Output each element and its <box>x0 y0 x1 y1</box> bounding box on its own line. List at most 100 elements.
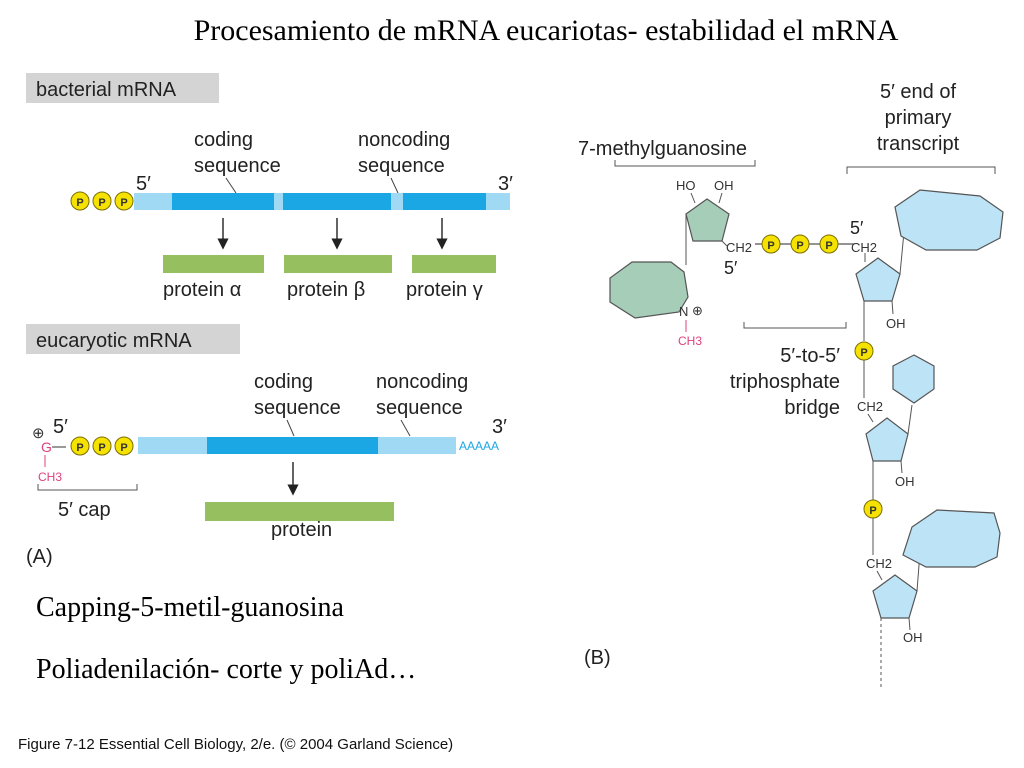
backbone-ch2: CH2 <box>857 399 883 414</box>
protein-gamma-label: protein γ <box>406 279 483 301</box>
transcript-base <box>892 354 935 404</box>
phosphate-label: P <box>98 197 105 209</box>
cap-label: 5′ cap <box>58 499 111 521</box>
eucaryotic-phosphates: P P P <box>70 436 134 456</box>
eucaryotic-header-box <box>26 324 240 354</box>
primary-end-label-2: primary <box>885 107 952 129</box>
base-bond <box>907 404 913 435</box>
phosphate-circle <box>92 191 112 211</box>
ribose-oh: OH <box>714 178 734 193</box>
eucaryotic-coding-label-1: coding <box>254 371 313 393</box>
transcript-ribose <box>865 417 909 462</box>
bullet-capping: Capping-5-metil-guanosina <box>36 592 344 623</box>
bacterial-header-box <box>26 73 219 103</box>
bacterial-mrna-panel: bacterial mRNA coding sequence noncoding… <box>26 73 513 301</box>
eucaryotic-coding-segment <box>207 437 378 454</box>
eucaryotic-protein-label: protein <box>271 519 332 541</box>
eucaryotic-five-prime: 5′ <box>53 416 68 438</box>
phosphate-label: P <box>825 240 832 252</box>
bacterial-header: bacterial mRNA <box>36 79 177 101</box>
transcript-five-prime: 5′ <box>850 218 864 238</box>
bacterial-coding-label-2: sequence <box>194 155 281 177</box>
protein-bar <box>205 502 394 521</box>
methylguanosine-bracket <box>614 160 756 167</box>
poly-a-tail: AAAAA <box>459 439 499 453</box>
phosphate-label: P <box>860 347 867 359</box>
guanine-nitrogen: N <box>679 304 688 319</box>
eucaryotic-header: eucaryotic mRNA <box>36 330 192 352</box>
panel-a-label: (A) <box>26 546 53 568</box>
phosphate-label: P <box>767 240 774 252</box>
eucaryotic-mrna-panel: eucaryotic mRNA coding sequence noncodin… <box>26 324 507 568</box>
bridge-label-1: 5′-to-5′ <box>780 345 840 367</box>
phosphate-circle <box>92 436 112 456</box>
phosphate-label: P <box>98 442 105 454</box>
bacterial-coding-pointer <box>225 177 237 194</box>
cap-methyl: CH3 <box>38 470 62 484</box>
guanosine-ribose <box>685 198 730 242</box>
phosphate-circle <box>70 436 90 456</box>
cap-guanine: G <box>41 439 52 455</box>
bridge-label-2: triphosphate <box>730 371 840 393</box>
protein-bar <box>284 255 392 273</box>
bacterial-noncoding-label-2: sequence <box>358 155 445 177</box>
phosphate-label: P <box>120 442 127 454</box>
backbone-ch2: CH2 <box>866 556 892 571</box>
transcript-base <box>894 189 1004 251</box>
figure-caption: Figure 7-12 Essential Cell Biology, 2/e.… <box>18 736 454 753</box>
guanine-methyl: CH3 <box>678 334 702 348</box>
phosphate-circle <box>819 234 839 254</box>
cap-bracket <box>37 484 138 491</box>
ribose-oh: OH <box>903 630 923 645</box>
bacterial-noncoding-pointer <box>390 177 399 194</box>
guanine-base <box>609 261 689 319</box>
guanine-charge: ⊕ <box>692 303 703 318</box>
oh-bond <box>891 300 894 315</box>
primary-end-bracket <box>846 166 996 174</box>
slide-title: Procesamiento de mRNA eucariotas- estabi… <box>193 14 899 47</box>
cap-charge: ⊕ <box>32 425 45 442</box>
bacterial-coding-segment <box>403 193 486 210</box>
bacterial-coding-segment <box>283 193 391 210</box>
bridge-ch2: CH2 <box>851 240 877 255</box>
cap-structure-panel: 7-methylguanosine 5′ end of primary tran… <box>578 81 1004 688</box>
bacterial-coding-segment <box>172 193 274 210</box>
primary-end-label-1: 5′ end of <box>880 81 956 103</box>
bridge-bracket <box>743 322 847 329</box>
ribose-ho: HO <box>676 178 696 193</box>
eucaryotic-coding-pointer <box>286 419 295 437</box>
transcript-base <box>902 509 1001 568</box>
bacterial-five-prime: 5′ <box>136 173 151 195</box>
base-bond <box>899 231 905 275</box>
phosphate-circle <box>790 234 810 254</box>
bullet-polyadenylation: Poliadenilación- corte y poliAd… <box>36 654 417 685</box>
eucaryotic-noncoding-pointer <box>400 419 411 437</box>
ribose-oh: OH <box>895 474 915 489</box>
ribose-oh: OH <box>886 316 906 331</box>
oh-bond <box>900 460 903 474</box>
protein-bar <box>163 255 264 273</box>
ho-bond <box>690 192 696 204</box>
protein-alpha-label: protein α <box>163 279 241 301</box>
guanosine-five-prime: 5′ <box>724 258 738 278</box>
ch2-bond <box>867 413 874 423</box>
phosphate-circle <box>114 436 134 456</box>
bacterial-three-prime: 3′ <box>498 173 513 195</box>
bacterial-phosphates: P P P <box>70 191 134 211</box>
transcript-ribose <box>855 257 901 302</box>
eucaryotic-noncoding-label-2: sequence <box>376 397 463 419</box>
ribose-ch2-bond <box>721 240 728 247</box>
eucaryotic-noncoding-label-1: noncoding <box>376 371 468 393</box>
eucaryotic-three-prime: 3′ <box>492 416 507 438</box>
bacterial-noncoding-label-1: noncoding <box>358 129 450 151</box>
phosphate-label: P <box>796 240 803 252</box>
transcript-ribose <box>872 574 918 619</box>
protein-bar <box>412 255 496 273</box>
oh-bond <box>718 192 723 204</box>
phosphate-circle <box>114 191 134 211</box>
phosphate-circle <box>70 191 90 211</box>
protein-beta-label: protein β <box>287 279 365 301</box>
phosphate-label: P <box>120 197 127 209</box>
bridge-label-3: bridge <box>784 397 840 419</box>
